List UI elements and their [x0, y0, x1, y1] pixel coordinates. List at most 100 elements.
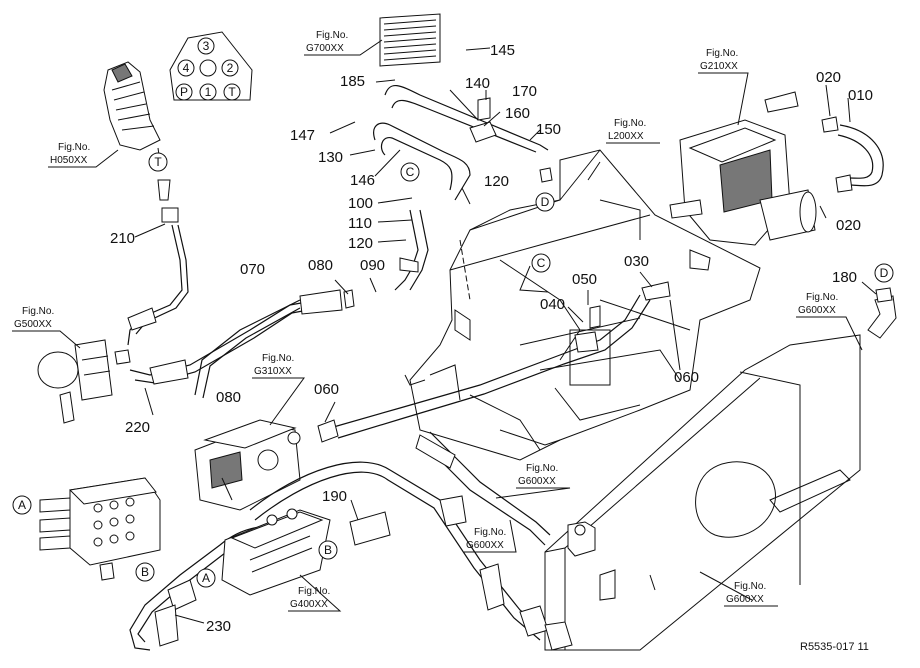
marker-C-upper: C — [400, 162, 420, 182]
fig-ref-label: Fig.No. — [316, 30, 348, 41]
reference-code: R5535-017 11 — [800, 641, 869, 653]
marker-A-left: A — [12, 495, 32, 515]
fig-ref-label: Fig.No. — [474, 527, 506, 538]
label-147: 147 — [290, 127, 315, 144]
label-090: 090 — [360, 257, 385, 274]
control-valve-ab — [39, 477, 161, 581]
port-3: 3 — [203, 39, 210, 53]
marker-B-lower: B — [318, 540, 338, 560]
fig-ref-number: G400XX — [290, 599, 328, 610]
label-120-lower: 120 — [348, 235, 373, 252]
port-letters: 3 4 2 P 1 T — [180, 39, 236, 99]
fig-ref-number: G500XX — [14, 319, 52, 330]
fig-ref-label: Fig.No. — [614, 118, 646, 129]
chassis-frame — [404, 149, 761, 461]
hydraulic-tank — [544, 334, 861, 651]
port-2: 2 — [227, 61, 234, 75]
label-160: 160 — [505, 105, 530, 122]
marker-B-left: B — [135, 562, 155, 582]
pump-g310 — [194, 419, 301, 511]
marker-letter: D — [880, 266, 889, 280]
valve-g400 — [221, 508, 331, 596]
label-145: 145 — [490, 42, 515, 59]
label-040: 040 — [540, 296, 565, 313]
left-hoses — [127, 224, 355, 399]
suction-hose — [317, 281, 671, 443]
label-060-right: 060 — [674, 369, 699, 386]
pump-g210 — [669, 91, 817, 246]
label-080-lower: 080 — [216, 389, 241, 406]
marker-letter: T — [154, 155, 162, 169]
fig-ref-number: H050XX — [50, 155, 88, 166]
label-050: 050 — [572, 271, 597, 288]
marker-D-upper: D — [535, 192, 555, 212]
fig-ref-g600-center: Fig.No. G600XX — [495, 463, 571, 499]
fig-ref-number: G600XX — [798, 305, 836, 316]
label-110: 110 — [348, 215, 372, 232]
fig-ref-number: G310XX — [254, 366, 292, 377]
fig-ref-number: L200XX — [608, 131, 644, 142]
label-020-upper: 020 — [816, 69, 841, 86]
label-030: 030 — [624, 253, 649, 270]
fig-ref-g500: Fig.No. G500XX — [12, 306, 81, 349]
fig-ref-g210: Fig.No. G210XX — [698, 48, 749, 126]
circled-markers: T C D C D A B A — [12, 152, 894, 588]
cooler-pipes — [373, 85, 553, 291]
port-P: P — [180, 85, 188, 99]
fig-ref-g310: Fig.No. G310XX — [252, 353, 305, 426]
label-180: 180 — [832, 269, 857, 286]
marker-A-lower: A — [196, 568, 216, 588]
port-pattern — [169, 31, 253, 101]
fig-ref-label: Fig.No. — [298, 586, 330, 597]
marker-letter: B — [141, 565, 149, 579]
port-4: 4 — [183, 61, 190, 75]
fig-ref-g600-right: Fig.No. G600XX — [796, 292, 863, 351]
label-230: 230 — [206, 618, 231, 635]
fig-ref-number: G210XX — [700, 61, 738, 72]
fig-ref-g600-lower: Fig.No. G600XX — [464, 519, 517, 553]
label-185: 185 — [340, 73, 365, 90]
label-190: 190 — [322, 488, 347, 505]
leader-lines — [134, 47, 877, 624]
fig-ref-number: G700XX — [306, 43, 344, 54]
marker-D-right: D — [874, 263, 894, 283]
label-020-lower: 020 — [836, 217, 861, 234]
marker-C-lower: C — [531, 253, 551, 273]
fig-ref-label: Fig.No. — [22, 306, 54, 317]
marker-letter: A — [18, 498, 26, 512]
figure-references: Fig.No. G700XX Fig.No. H050XX Fig.No. G2… — [12, 30, 863, 612]
marker-letter: A — [202, 571, 210, 585]
fig-ref-number: G600XX — [466, 540, 504, 551]
label-170: 170 — [512, 83, 537, 100]
fig-ref-l200: Fig.No. L200XX — [606, 118, 660, 144]
marker-letter: D — [541, 195, 550, 209]
marker-letter: C — [406, 165, 415, 179]
fig-ref-label: Fig.No. — [706, 48, 738, 59]
fig-ref-g400: Fig.No. G400XX — [288, 574, 342, 612]
label-100: 100 — [348, 195, 373, 212]
valve-g500 — [37, 339, 131, 424]
label-070: 070 — [240, 261, 265, 278]
hose-010 — [821, 116, 884, 193]
fig-ref-label: Fig.No. — [526, 463, 558, 474]
fig-ref-number: G600XX — [726, 594, 764, 605]
fig-ref-label: Fig.No. — [262, 353, 294, 364]
oil-cooler — [379, 13, 441, 67]
marker-letter: C — [537, 256, 546, 270]
marker-letter: B — [324, 543, 332, 557]
fig-ref-label: Fig.No. — [806, 292, 838, 303]
label-140: 140 — [465, 75, 490, 92]
label-130: 130 — [318, 149, 343, 166]
fig-ref-g700: Fig.No. G700XX — [304, 30, 383, 56]
label-080-upper: 080 — [308, 257, 333, 274]
label-146: 146 — [350, 172, 375, 189]
port-T: T — [228, 85, 236, 99]
fig-ref-g600-tank: Fig.No. G600XX — [724, 581, 778, 607]
port-1: 1 — [205, 85, 212, 99]
label-120-upper: 120 — [484, 173, 509, 190]
fig-ref-number: G600XX — [518, 476, 556, 487]
fig-ref-label: Fig.No. — [734, 581, 766, 592]
label-060-left: 060 — [314, 381, 339, 398]
label-210: 210 — [110, 230, 135, 247]
